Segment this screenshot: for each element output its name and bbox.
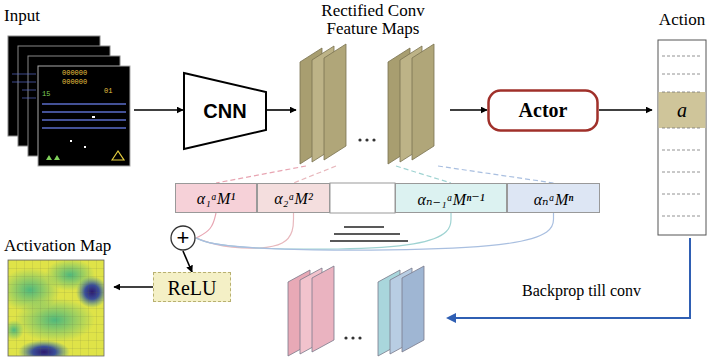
flow-arrow [114, 286, 153, 288]
weighted-map-segment: α₁ᵃM¹ [175, 183, 257, 213]
node-label: + [170, 227, 196, 249]
flow-arrow [599, 109, 652, 111]
flow-arrow [183, 251, 192, 272]
node-label: α₁ᵃM¹ [176, 190, 256, 208]
feature-map-stack [300, 44, 434, 164]
cnn-block: CNN [183, 72, 267, 150]
input-frames [8, 36, 130, 166]
score-text: 000000 [62, 78, 87, 86]
action-vector: Action a [652, 10, 712, 237]
node-label: αₙ₋₁ᵃMⁿ⁻¹ [396, 190, 506, 209]
backprop-arrowhead [446, 313, 456, 323]
sum-line [196, 213, 451, 249]
node-label: αₙᵃMⁿ [508, 190, 599, 209]
backprop-label: Backprop till conv [522, 282, 641, 300]
dashed-leader [438, 166, 554, 183]
equals-sign [330, 227, 408, 241]
backprop-line [452, 238, 690, 318]
node-label: ReLU [154, 277, 230, 300]
dashed-leader [396, 166, 451, 183]
node-label: α₂ᵃM² [258, 190, 329, 208]
node-label: Rectified Conv Feature Maps [296, 2, 450, 38]
input-node: Input [4, 4, 134, 168]
dashed-leader [216, 166, 306, 183]
node-label: a [652, 99, 712, 122]
flow-arrow [134, 109, 183, 111]
node-label: Input [4, 6, 134, 26]
flow-arrow [450, 109, 487, 111]
gradient-map-stack [288, 266, 424, 356]
feature-maps: Rectified Conv Feature Maps [296, 2, 450, 166]
heading: Action [652, 10, 712, 30]
sum-line [196, 213, 554, 250]
weighted-map-segment: αₙ₋₁ᵃMⁿ⁻¹ [395, 183, 507, 213]
node-label: Activation Map [4, 236, 114, 256]
weighted-map-segment: αₙᵃMⁿ [507, 183, 600, 213]
node-label: CNN [183, 100, 267, 123]
activation-heatmap [8, 260, 104, 356]
activation-map: Activation Map [4, 236, 114, 358]
dashed-leader [294, 166, 337, 183]
sum-node: + [170, 225, 196, 251]
action-outline [652, 10, 712, 237]
actor-box: Actor [487, 89, 599, 132]
score-text: 01 [104, 87, 112, 95]
weighted-map-segment: α₂ᵃM² [257, 183, 330, 213]
node-label: Actor [487, 99, 599, 122]
empty-segment [330, 183, 395, 213]
sum-line [196, 213, 216, 238]
score-text: 000000 [62, 69, 87, 77]
score-text: 15 [42, 90, 50, 98]
flow-arrow [267, 109, 296, 111]
relu-box: ReLU [153, 272, 231, 302]
